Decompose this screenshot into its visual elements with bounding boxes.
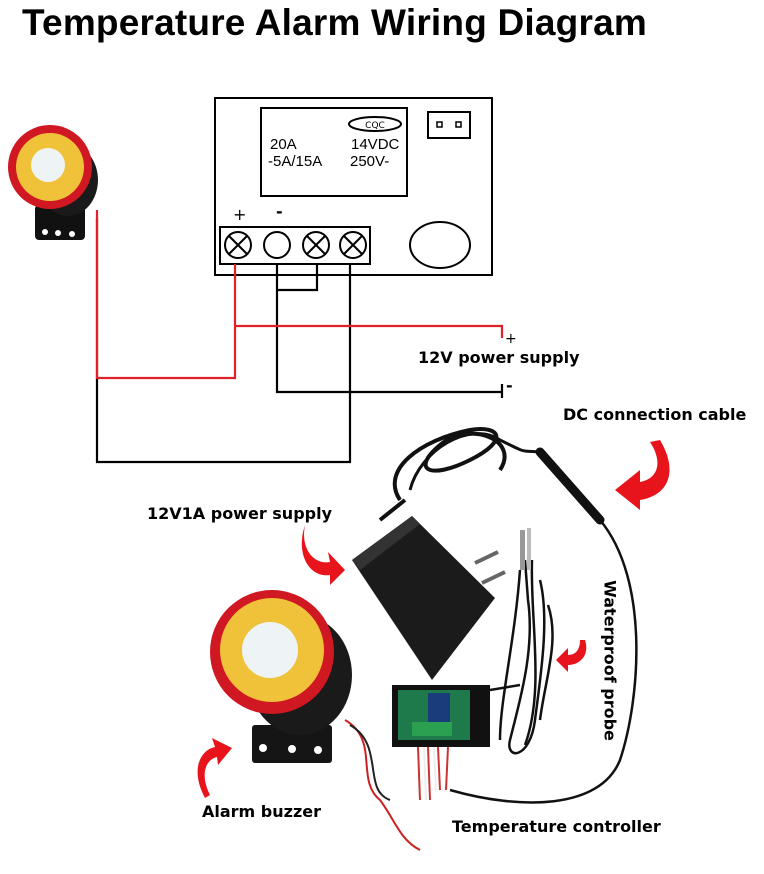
label-temperature-controller: Temperature controller	[452, 817, 661, 836]
arrow-icon-probe	[556, 640, 587, 672]
alarm-buzzer	[210, 590, 421, 851]
temperature-controller	[392, 685, 490, 801]
cqc-mark: CQC	[365, 121, 385, 131]
arrow-icon-dc	[615, 440, 670, 510]
label-alarm-buzzer: Alarm buzzer	[202, 802, 322, 821]
relay-voltage-dc: 14VDC	[351, 136, 400, 153]
label-12v-power-supply: 12V power supply	[418, 348, 580, 367]
probe-tip	[520, 530, 525, 570]
probe-tip-2	[527, 528, 531, 570]
power-adapter	[352, 516, 506, 680]
relay-voltage-ac: 250V-	[350, 153, 389, 170]
buzzer-icon-top	[8, 125, 98, 240]
relay-current: 20A	[270, 136, 297, 153]
arrow-icon-buzzer	[197, 738, 232, 798]
probe-cable	[489, 559, 554, 755]
supply-minus-label: -	[506, 376, 513, 395]
dc-cable	[378, 427, 638, 804]
label-dc-connection-cable: DC connection cable	[563, 405, 747, 424]
relay-current-2: -5A/15A	[268, 153, 322, 170]
terminal-plus-label: +	[233, 205, 246, 224]
label-waterproof-probe: Waterproof probe	[600, 580, 620, 741]
label-12v1a-power-supply: 12V1A power supply	[147, 504, 333, 523]
wires	[95, 210, 504, 464]
arrows	[197, 440, 670, 798]
page-title: Temperature Alarm Wiring Diagram	[22, 2, 647, 43]
arrow-icon-adapter	[301, 525, 345, 585]
terminal-minus-label: -	[276, 202, 283, 221]
relay-module: CQC 20A -5A/15A 14VDC 250V- + -	[214, 97, 493, 276]
supply-plus-label: +	[505, 331, 517, 347]
